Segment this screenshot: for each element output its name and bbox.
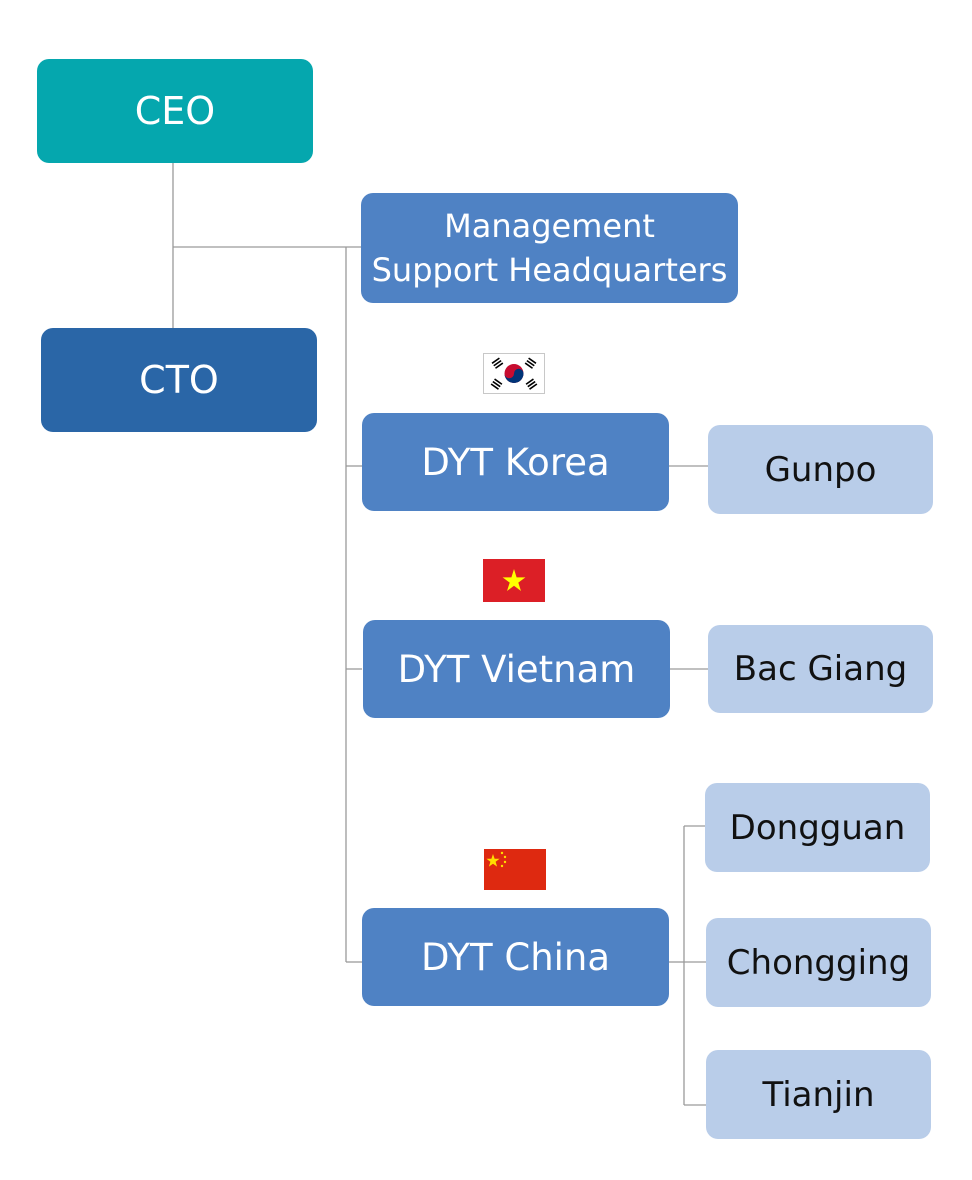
vietnam-flag bbox=[483, 559, 545, 602]
ceo-box: CEO bbox=[37, 59, 313, 163]
south-korea-flag-icon bbox=[490, 357, 538, 390]
south-korea-flag bbox=[483, 353, 545, 394]
cto-label: CTO bbox=[139, 358, 219, 402]
site-dongguan-label: Dongguan bbox=[729, 807, 906, 848]
management-label-line1: Management bbox=[444, 207, 655, 245]
management-label-line2: Support Headquarters bbox=[371, 251, 728, 289]
site-dongguan-box: Dongguan bbox=[705, 783, 930, 872]
china-flag bbox=[484, 849, 546, 890]
management-support-box: Management Support Headquarters bbox=[361, 193, 738, 303]
cto-box: CTO bbox=[41, 328, 317, 432]
dyt-vietnam-label: DYT Vietnam bbox=[397, 647, 636, 691]
site-tianjin-label: Tianjin bbox=[762, 1074, 875, 1115]
site-tianjin-box: Tianjin bbox=[706, 1050, 931, 1139]
china-flag-icon bbox=[486, 851, 507, 868]
site-chongging-label: Chongging bbox=[726, 942, 911, 983]
site-chongging-box: Chongging bbox=[706, 918, 931, 1007]
site-bac-giang-box: Bac Giang bbox=[708, 625, 933, 713]
vietnam-flag-icon bbox=[502, 569, 526, 591]
site-gunpo-label: Gunpo bbox=[764, 449, 877, 490]
site-gunpo-box: Gunpo bbox=[708, 425, 933, 514]
dyt-korea-label: DYT Korea bbox=[421, 440, 610, 484]
dyt-china-label: DYT China bbox=[420, 935, 611, 979]
site-bac-giang-label: Bac Giang bbox=[733, 649, 908, 689]
dyt-korea-box: DYT Korea bbox=[362, 413, 669, 511]
dyt-china-box: DYT China bbox=[362, 908, 669, 1006]
dyt-vietnam-box: DYT Vietnam bbox=[363, 620, 670, 718]
ceo-label: CEO bbox=[134, 89, 216, 133]
